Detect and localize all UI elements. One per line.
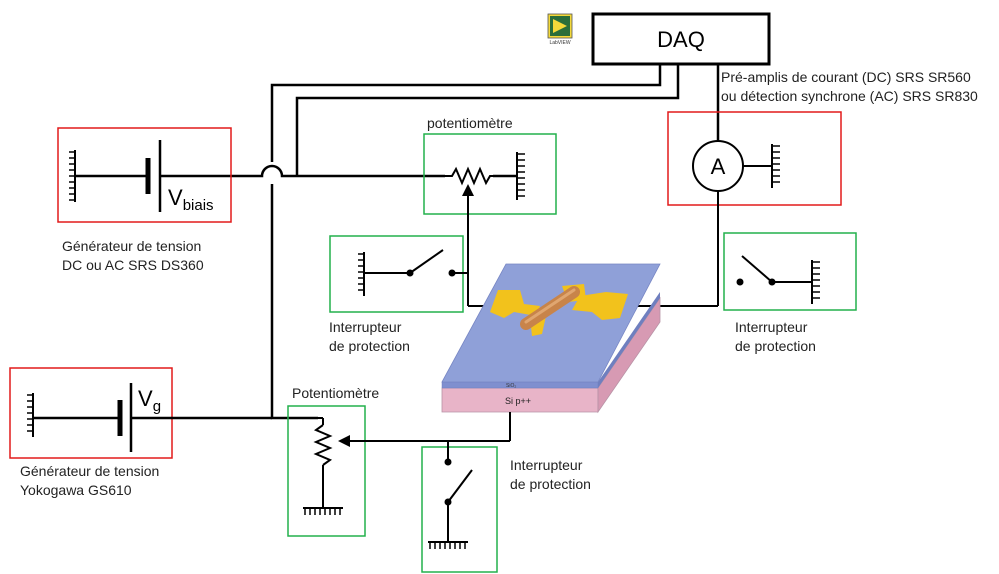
switch-right-box [723,232,857,311]
switch-left-caption-line1: Interrupteur [329,319,402,335]
bias-source-box [57,127,232,223]
potentiometer-top-box [423,133,557,215]
bias-source-caption-line2: DC ou AC SRS DS360 [62,257,204,273]
daq-box [591,12,771,66]
ground-icon [358,252,365,296]
ground-icon [303,507,343,515]
ground-icon [428,541,468,549]
switch-right-caption-line1: Interrupteur [735,319,808,335]
switch-right: Interrupteur de protection [723,232,857,354]
oxide-label: SiO₂ [506,383,516,389]
switch-left-caption-line2: de protection [329,338,410,354]
ground-icon [27,393,34,437]
preamp-box [667,111,842,206]
nanowire-icon [520,286,580,330]
gate-voltage-label: Vg [138,386,161,415]
potentiometer-top-label: potentiomètre [427,115,513,131]
gate-source-caption-line2: Yokogawa GS610 [20,482,132,498]
potentiometer-bottom-label: Potentiomètre [292,385,379,401]
switch-bottom-caption-line1: Interrupteur [510,457,583,473]
labview-logo-text: LabVIEW [549,40,570,46]
battery-icon [117,383,133,452]
device-chip: SiO₂ Si p++ [441,263,661,414]
resistor-icon [313,424,333,466]
switch-bottom-caption-line2: de protection [510,476,591,492]
substrate-label: Si p++ [505,396,531,406]
switch-bottom-box [421,446,498,573]
bias-voltage-label: Vbiais [168,185,214,214]
ammeter-symbol: A [711,154,726,179]
potentiometer-top: potentiomètre [423,115,557,306]
ground-icon [771,144,780,188]
potentiometer-bottom-box [287,405,366,537]
bias-source-caption-line1: Générateur de tension [62,238,201,254]
preamp: Pré-amplis de courant (DC) SRS SR560 ou … [624,69,978,307]
daq-label: DAQ [657,27,705,52]
preamp-caption-line1: Pré-amplis de courant (DC) SRS SR560 [721,69,971,85]
switch-right-caption-line2: de protection [735,338,816,354]
ground-icon [69,150,76,202]
ground-icon [811,260,820,304]
gate-source-caption-line1: Générateur de tension [20,463,159,479]
battery-icon [145,140,162,212]
daq-block: DAQ [591,12,771,66]
bias-source: Vbiais Générateur de tension DC ou AC SR… [57,127,232,273]
gate-source: Vg Générateur de tension Yokogawa GS610 [9,367,272,498]
gate-source-box [9,367,173,459]
labview-logo: LabVIEW [547,13,573,46]
ground-icon [516,152,525,200]
resistor-icon [445,166,493,186]
potentiometer-bottom: Potentiomètre [287,385,511,537]
switch-bottom: Interrupteur de protection [421,441,591,573]
switch-left: Interrupteur de protection [329,235,500,354]
preamp-caption-line2: ou détection synchrone (AC) SRS SR830 [721,88,978,104]
